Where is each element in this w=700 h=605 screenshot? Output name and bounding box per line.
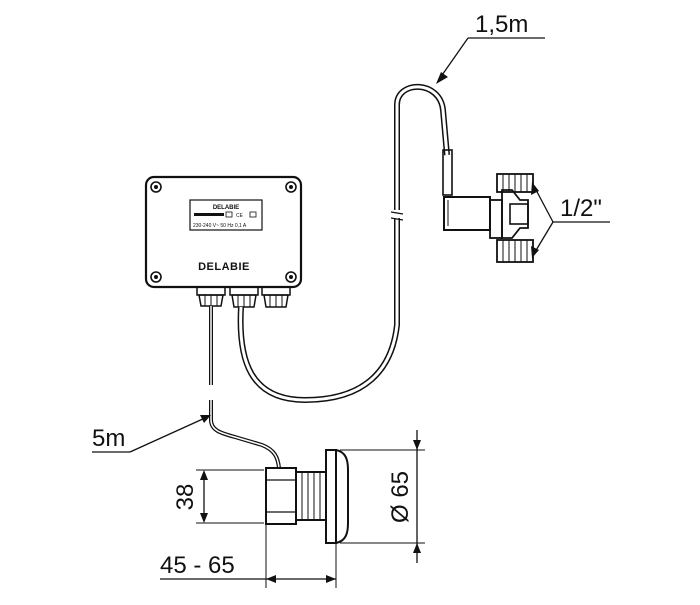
cable-to-solenoid [237,83,453,404]
arrowhead-icon [436,72,448,84]
thread-size-label: 1/2" [560,195,602,222]
rating-plate-brand: DELABIE [213,205,239,211]
screw-icon [150,271,162,283]
box-brand-label: DELABIE [198,261,250,273]
control-box: DELABIE CE 230-240 V~ 50 Hz 0,1 A DELABI… [144,175,303,289]
rating-plate-marks: CE [236,213,244,219]
arrowhead-icon [326,575,336,583]
upper-thread [496,173,534,193]
height-label: 38 [172,484,199,511]
cable-short-label: 5m [92,425,125,452]
cable-long-label: 1,5m [475,11,528,38]
dimension-height: 38 [172,469,264,524]
cable-gland-right [261,286,291,308]
rating-plate-specs: 230-240 V~ 50 Hz 0,1 A [193,223,247,229]
leader-cable-short: 5m [92,415,211,453]
arrowhead-icon [413,543,421,553]
cable-glands [196,286,291,308]
screw-icon [285,271,297,283]
arrowhead-icon [531,182,539,195]
cable-to-sensor [209,306,281,469]
rating-plate: DELABIE CE 230-240 V~ 50 Hz 0,1 A [189,199,263,231]
leader-cable-long: 1,5m [436,11,545,84]
arrowhead-icon [413,440,421,450]
arrowhead-icon [200,415,211,423]
screw-icon [285,181,297,193]
cable-gland-left [196,286,226,307]
leader-thread-size: 1/2" [531,182,610,258]
solenoid-valve [443,173,534,263]
lower-thread [496,239,534,263]
arrowhead-icon [266,575,276,583]
diameter-label: Ø 65 [387,471,414,523]
arrowhead-icon [200,513,208,523]
arrowhead-icon [531,246,539,258]
depth-label: 45 - 65 [160,552,235,579]
screw-icon [150,181,162,193]
arrowhead-icon [200,470,208,480]
dimension-diameter: Ø 65 [340,430,425,563]
cable-gland-middle [229,286,259,308]
dimension-depth: 45 - 65 [160,524,337,588]
